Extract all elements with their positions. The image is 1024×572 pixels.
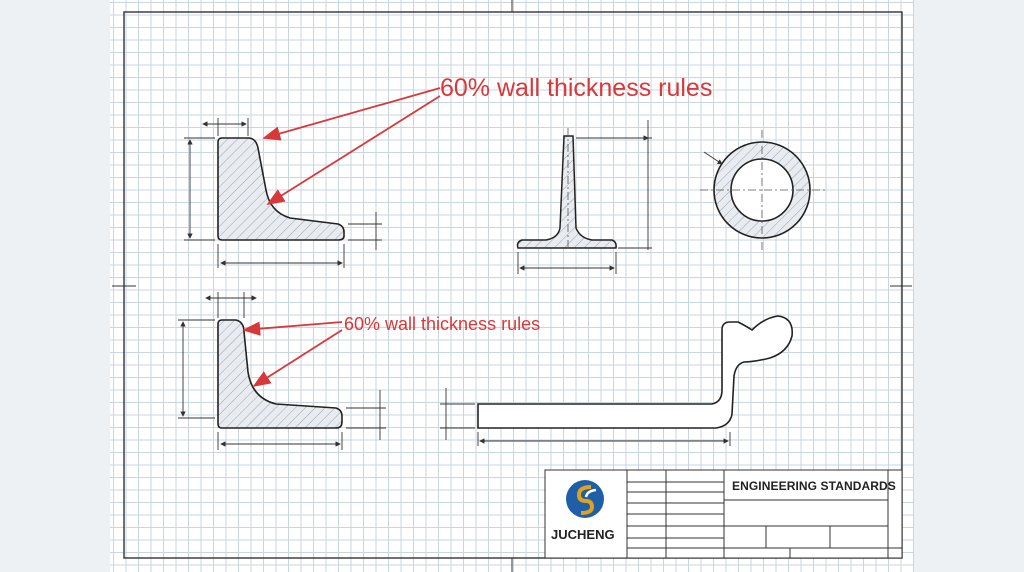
jucheng-logo-icon [566, 480, 604, 518]
drawing-sheet [110, 0, 914, 572]
title-block [544, 469, 903, 559]
part-t-section [516, 120, 652, 274]
callout-arrows-bottom [242, 321, 343, 387]
title-block-company: JUCHENG [551, 527, 615, 542]
annotation-wall-thickness-bottom: 60% wall thickness rules [344, 314, 541, 334]
callout-arrows-top [262, 87, 441, 205]
center-marks [112, 0, 912, 572]
title-block-title: ENGINEERING STANDARDS [732, 479, 896, 493]
part-l-section-top [184, 118, 382, 268]
part-hook-profile [440, 315, 794, 446]
part-ring-section [700, 130, 826, 252]
sheet-border [123, 11, 903, 559]
annotation-wall-thickness-top: 60% wall thickness rules [440, 74, 713, 102]
